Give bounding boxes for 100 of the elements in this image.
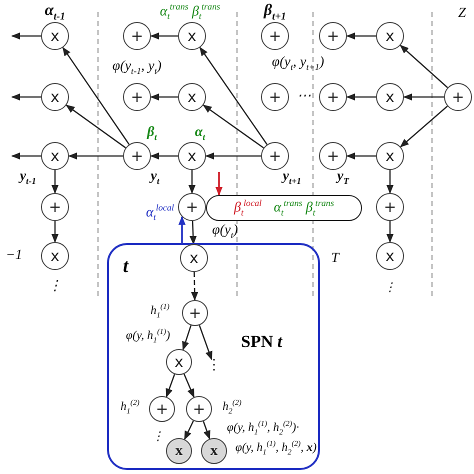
operator-symbol: + (130, 28, 144, 44)
arrow (11, 93, 41, 101)
arrow (190, 220, 197, 245)
arrow (386, 221, 394, 243)
operator-symbol: + (186, 200, 198, 214)
operation-node (319, 142, 347, 170)
operation-node (376, 22, 404, 50)
operator-symbol: + (130, 90, 144, 104)
operator-symbol: + (452, 90, 464, 104)
arrow (346, 152, 376, 160)
operation-node (376, 242, 404, 270)
arrow (150, 93, 178, 101)
operator-symbol: + (384, 200, 396, 214)
operator-symbol: + (192, 402, 206, 416)
ellipsis: ⋮ (152, 430, 164, 442)
operation-node (123, 83, 151, 111)
operation-node (41, 142, 69, 170)
operation-node (123, 22, 151, 50)
math-label: y$_{t}$ (150, 170, 160, 186)
operator-symbol: + (130, 148, 144, 164)
operation-node (261, 22, 289, 50)
shaded-product-node (166, 438, 192, 464)
operation-node (41, 193, 69, 221)
operation-node (261, 142, 289, 170)
arrow (178, 216, 186, 243)
column-label: t (123, 257, 128, 276)
operator-symbol: x (188, 90, 196, 104)
operation-node (319, 22, 347, 50)
operator-symbol: + (268, 148, 282, 164)
dashed-arrow (191, 272, 198, 301)
operation-node (182, 300, 208, 326)
operator-symbol: x (50, 248, 60, 264)
operator-symbol: x (386, 248, 394, 264)
arrow (202, 104, 264, 148)
ellipsis: ⋮ (384, 281, 396, 293)
arrow (205, 152, 261, 160)
math-label: α$_{t-1}$ (44, 3, 66, 23)
operator-symbol: x (190, 250, 198, 266)
arrow (66, 104, 126, 148)
arrow (11, 32, 41, 40)
arrow (150, 152, 178, 160)
operation-node (166, 349, 192, 375)
arrow (386, 170, 394, 194)
operator-symbol: + (48, 200, 62, 214)
math-label: β$_{t+1}$ (264, 3, 286, 23)
operator-symbol: + (156, 402, 168, 416)
spn-frame (107, 243, 320, 470)
math-label: φ(y, h$_{1}$$^{(1)}$, h$_{2}$$^{(2)}$)· (226, 420, 300, 436)
math-label: y$_{T}$ (337, 170, 349, 186)
operation-node (178, 142, 206, 170)
arrow (400, 106, 448, 148)
arrow (346, 93, 376, 101)
operator-symbol: x (175, 444, 183, 458)
ellipsis: ⋮ (48, 280, 62, 294)
operator-symbol: + (268, 90, 282, 104)
arrow (400, 44, 448, 88)
arrow (51, 170, 59, 194)
operation-node (186, 396, 212, 422)
math-label: φ(y$_{t-1}$, y$_{t}$) (112, 60, 162, 76)
operator-symbol: x (188, 28, 196, 44)
arrow (202, 421, 210, 440)
operator-symbol: x (174, 354, 184, 370)
operator-symbol: + (326, 90, 340, 104)
arrow (184, 420, 194, 440)
operation-node (123, 142, 151, 170)
arrow (166, 374, 176, 398)
operation-node (178, 83, 206, 111)
operator-symbol: + (188, 306, 202, 320)
shaded-product-node (201, 438, 227, 464)
operation-node (41, 22, 69, 50)
math-label: T (331, 252, 339, 266)
arrow (403, 93, 444, 101)
math-label: φ(y$_{t}$, y$_{t+1}$) (272, 56, 324, 72)
math-label: −1 (6, 249, 22, 263)
math-label: α$_{t}$ (194, 126, 206, 142)
math-label: y$_{t-1}$ (20, 170, 36, 186)
arrow (11, 152, 41, 160)
operation-node (376, 83, 404, 111)
operation-node (41, 83, 69, 111)
arrow (150, 32, 178, 40)
arrow (182, 325, 192, 350)
operator-symbol: x (210, 444, 218, 458)
arrow (215, 172, 223, 196)
math-label: φ(y, h$_{1}$$^{(1)}$, h$_{2}$$^{(2)}$, x) (235, 440, 317, 456)
math-label: β$_{t}$ (147, 126, 157, 142)
operation-node (319, 83, 347, 111)
operation-node (376, 193, 404, 221)
operator-symbol: x (188, 148, 196, 164)
math-label: φ(y$_{t}$) (212, 224, 238, 240)
arrow (184, 374, 194, 398)
operator-symbol: + (268, 28, 282, 44)
operator-symbol: + (326, 148, 340, 164)
math-label: Z (458, 7, 466, 21)
panel-title: SPN t (241, 333, 282, 350)
operation-node (178, 193, 206, 221)
arrow (199, 46, 268, 145)
operation-node (261, 83, 289, 111)
arrow (51, 221, 59, 243)
operator-symbol: x (386, 148, 394, 164)
operation-node (149, 396, 175, 422)
